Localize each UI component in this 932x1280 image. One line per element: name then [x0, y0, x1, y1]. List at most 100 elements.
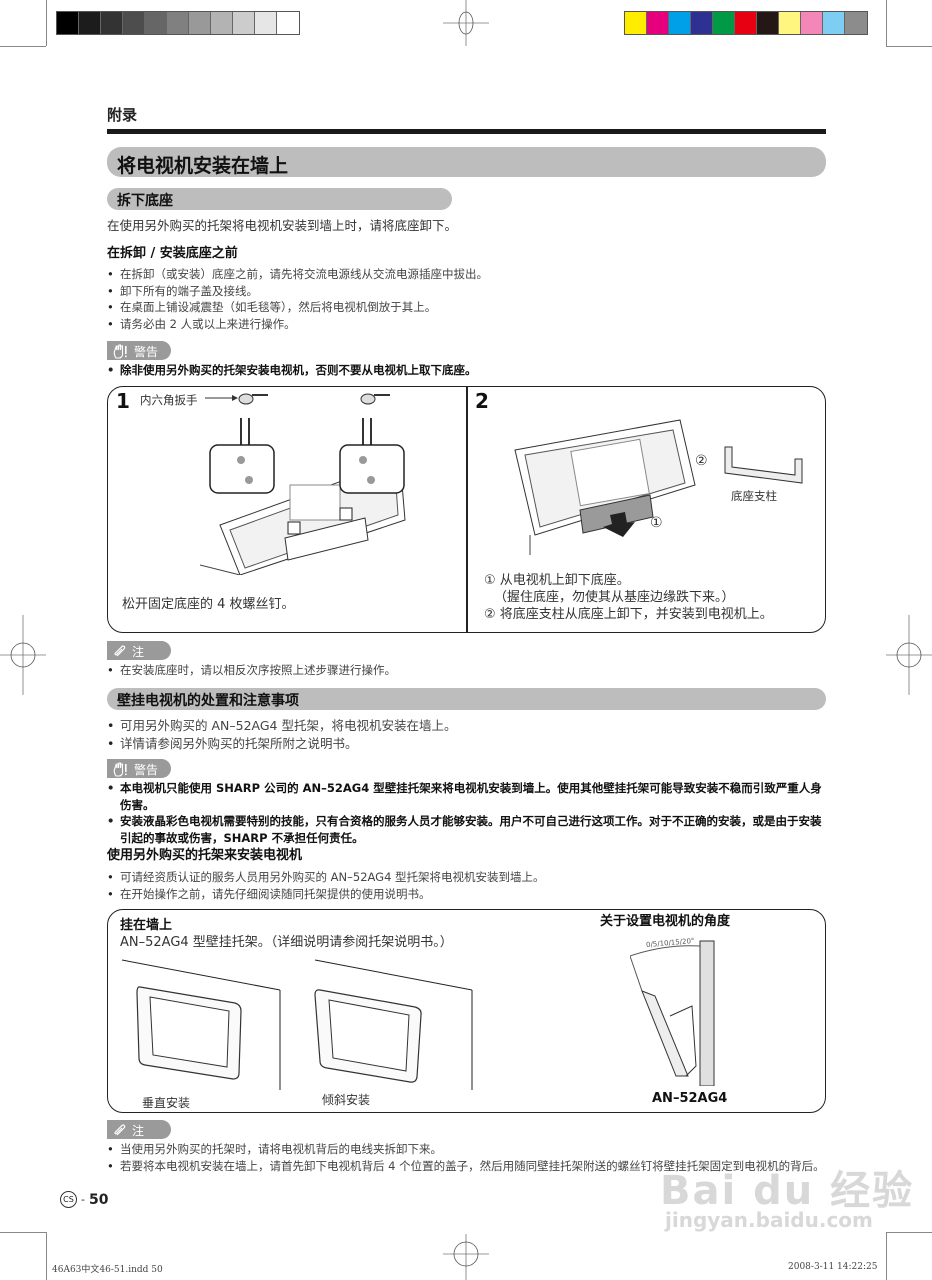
wall-warning-list: 本电视机只能使用 SHARP 公司的 AN–52AG4 型壁挂托架来将电视机安装…: [107, 780, 827, 846]
note-label: 注: [132, 1123, 145, 1138]
color-swatch: [145, 12, 167, 34]
crop-mark: [46, 1232, 47, 1280]
hand-warning-icon: [113, 343, 127, 359]
vertical-mount-label: 垂直安装: [142, 1096, 191, 1110]
section-label: 附录: [107, 106, 138, 124]
hex-wrench-icon: [360, 393, 390, 405]
paperclip-icon: [114, 645, 126, 657]
list-item: 当使用另外购买的托架时，请将电视机背后的电线夹拆卸下来。: [107, 1141, 829, 1158]
color-calibration-bar: [624, 11, 868, 35]
color-swatch: [669, 12, 691, 34]
note-list: 在安装底座时，请以相反次序按照上述步骤进行操作。: [107, 662, 396, 679]
crop-mark: [46, 0, 47, 46]
color-swatch: [647, 12, 669, 34]
step-2-caption-line: ① 从电视机上卸下底座。: [484, 573, 630, 588]
list-item: 本电视机只能使用 SHARP 公司的 AN–52AG4 型壁挂托架来将电视机安装…: [107, 780, 827, 813]
slug-timestamp: 2008-3-11 14:22:25: [788, 1262, 878, 1272]
watermark-url: jingyan.baidu.com: [665, 1208, 873, 1232]
color-swatch: [211, 12, 233, 34]
registration-mark-icon: [886, 615, 932, 695]
hand-warning-icon: [113, 761, 127, 777]
color-swatch: [167, 12, 189, 34]
model-label: AN–52AG4: [652, 1091, 728, 1106]
tv-vertical-mount-icon: [136, 986, 242, 1080]
grayscale-calibration-bar: [56, 11, 300, 35]
warning-tag: 警告: [107, 759, 171, 778]
color-swatch: [779, 12, 801, 34]
list-item: 在开始操作之前，请先仔细阅读随同托架提供的使用说明书。: [107, 886, 545, 903]
list-item: 安装液晶彩色电视机需要特别的技能，只有合资格的服务人员才能够安装。用户不可自己进…: [107, 813, 827, 846]
registration-mark-icon: [443, 1234, 489, 1280]
warning-label: 警告: [134, 344, 159, 359]
warning-list: 除非使用另外购买的托架安装电视机，否则不要从电视机上取下底座。: [107, 362, 477, 379]
wall-note-list: 当使用另外购买的托架时，请将电视机背后的电线夹拆卸下来。 若要将本电视机安装在墙…: [107, 1141, 829, 1174]
wall-mount-heading: 壁挂电视机的处置和注意事项: [107, 688, 826, 710]
color-swatch: [57, 12, 79, 34]
crop-mark: [886, 46, 932, 47]
list-item: 在桌面上铺设减震垫（如毛毯等），然后将电视机倒放于其上。: [107, 299, 488, 316]
color-swatch: [79, 12, 101, 34]
bracket-install-list: 可请经资质认证的服务人员用另外购买的 AN–52AG4 型托架将电视机安装到墙上…: [107, 869, 545, 902]
color-swatch: [233, 12, 255, 34]
paperclip-icon: [114, 1124, 126, 1136]
color-swatch: [823, 12, 845, 34]
header-rule: [107, 129, 826, 134]
step-2-caption-line: （握住底座，勿使其从基座边缘跌下来。）: [494, 590, 735, 605]
color-swatch: [801, 12, 823, 34]
page-footer: CS - 50: [60, 1191, 108, 1208]
stand-removal-illustration: [514, 419, 696, 555]
step-2-number: 2: [475, 389, 489, 413]
stand-screws-illustration: [200, 393, 406, 575]
list-item: 详情请参阅另外购买的托架所附之说明书。: [107, 735, 456, 753]
remove-stand-heading: 拆下底座: [107, 188, 452, 210]
crop-mark: [0, 46, 46, 47]
color-swatch: [757, 12, 779, 34]
hex-wrench-icon: [238, 393, 268, 405]
color-swatch: [845, 12, 867, 34]
list-item: 在安装底座时，请以相反次序按照上述步骤进行操作。: [107, 662, 396, 679]
list-item: 若要将本电视机安装在墙上，请首先卸下电视机背后 4 个位置的盖子，然后用随同壁挂…: [107, 1158, 829, 1175]
tilt-mount-label: 倾斜安装: [322, 1093, 371, 1107]
stand-column-label: 底座支柱: [731, 489, 777, 503]
step-2-caption-line: ② 将底座支柱从底座上卸下，并安装到电视机上。: [484, 607, 773, 622]
list-item: 请务必由 2 人或以上来进行操作。: [107, 316, 488, 333]
step-1-caption: 松开固定底座的 4 枚螺丝钉。: [122, 597, 295, 612]
crop-mark: [886, 1232, 887, 1280]
crop-mark: [0, 1232, 46, 1233]
tilt-angle-illustration: [630, 940, 715, 1086]
crop-mark: [886, 0, 887, 46]
remove-stand-intro: 在使用另外购买的托架将电视机安装到墙上时，请将底座卸下。: [107, 218, 458, 233]
note-tag: 注: [107, 1120, 171, 1139]
steps-divider: [466, 387, 468, 632]
angle-title: 关于设置电视机的角度: [600, 914, 731, 929]
language-badge: CS: [60, 1191, 77, 1208]
color-swatch: [691, 12, 713, 34]
color-swatch: [713, 12, 735, 34]
color-swatch: [189, 12, 211, 34]
wall-mount-illustration: [121, 959, 473, 1090]
steps-figure-box: [107, 386, 826, 633]
color-swatch: [277, 12, 299, 34]
color-swatch: [101, 12, 123, 34]
marker-1: ①: [650, 515, 663, 531]
warning-tag: 警告: [107, 341, 171, 360]
warning-label: 警告: [134, 762, 159, 777]
step-1-number: 1: [116, 389, 130, 413]
list-item: 卸下所有的端子盖及接线。: [107, 283, 488, 300]
page-number: 50: [88, 1191, 109, 1208]
tv-tilt-mount-icon: [314, 989, 422, 1083]
before-heading: 在拆卸 / 安装底座之前: [107, 246, 238, 261]
list-item: 可用另外购买的 AN–52AG4 型托架，将电视机安装在墙上。: [107, 717, 456, 735]
color-swatch: [123, 12, 145, 34]
registration-mark-icon: [443, 0, 489, 46]
figure-subtitle: AN–52AG4 型壁挂托架。（详细说明请参阅托架说明书。）: [120, 935, 453, 950]
registration-mark-icon: [0, 615, 46, 695]
note-tag: 注: [107, 641, 171, 660]
bracket-install-heading: 使用另外购买的托架来安装电视机: [107, 848, 303, 863]
figure-title: 挂在墙上: [120, 918, 173, 933]
slug-filename: 46A63中文46-51.indd 50: [52, 1265, 163, 1275]
marker-2: ②: [695, 453, 708, 469]
stand-column-illustration: [724, 446, 803, 484]
color-swatch: [255, 12, 277, 34]
note-label: 注: [132, 644, 145, 659]
